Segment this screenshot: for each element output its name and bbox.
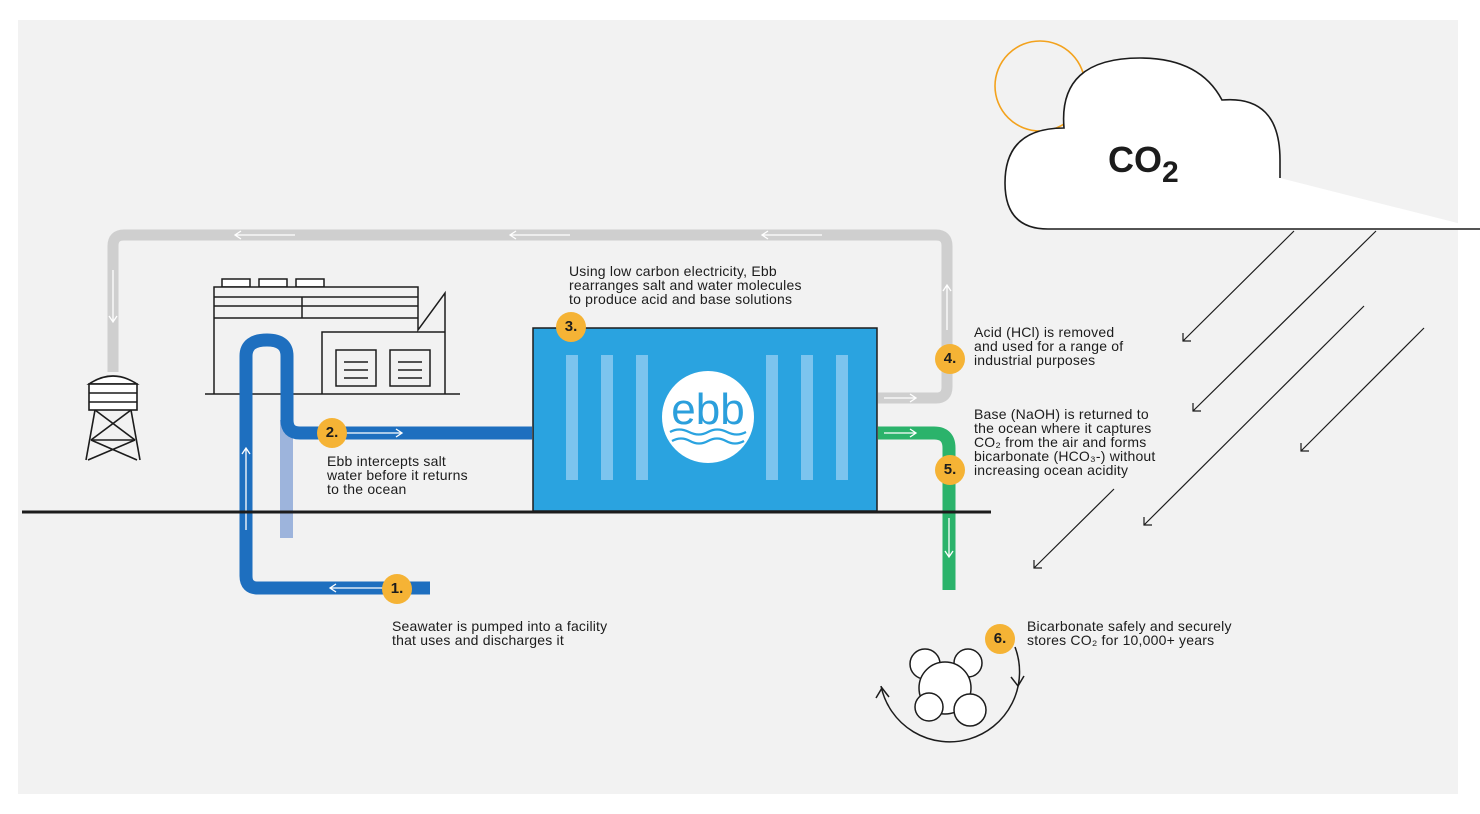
base-pipe [878,426,956,590]
step-1-badge: 1. [382,574,412,604]
co2-capture-arrows [1033,230,1425,569]
base-flow-arrows [884,428,954,559]
step-4-text: Acid (HCl) is removed and used for a ran… [974,324,1124,368]
step-5-text: Base (NaOH) is returned to the ocean whe… [974,406,1156,478]
acid-flow-arrows [108,230,952,403]
step-3-badge: 3. [556,312,586,342]
co2-subscript: 2 [1162,156,1179,189]
step-6-text: Bicarbonate safely and securely stores C… [1027,618,1232,648]
step-6-badge: 6. [985,624,1015,654]
intake-flow-arrows [241,428,404,593]
intake-pipe [239,333,532,595]
step-4-badge: 4. [935,344,965,374]
cloud-icon [1004,57,1480,230]
step-5-badge: 5. [935,455,965,485]
co2-label: CO2 [1108,139,1179,189]
step-2-text: Ebb intercepts salt water before it retu… [327,453,468,497]
step-2-badge: 2. [317,418,347,448]
ebb-container [532,327,878,512]
step-1-text: Seawater is pumped into a facility that … [392,618,608,648]
co2-text: CO [1108,139,1162,180]
acid-pipe [107,229,953,404]
water-tower-icon [85,375,141,461]
bicarbonate-molecule-icon [875,646,1025,743]
ebb-logo-text: ebb [671,385,745,434]
step-3-text: Using low carbon electricity, Ebb rearra… [569,263,802,307]
discharge-pipe [280,420,293,538]
factory-icon [205,278,460,395]
